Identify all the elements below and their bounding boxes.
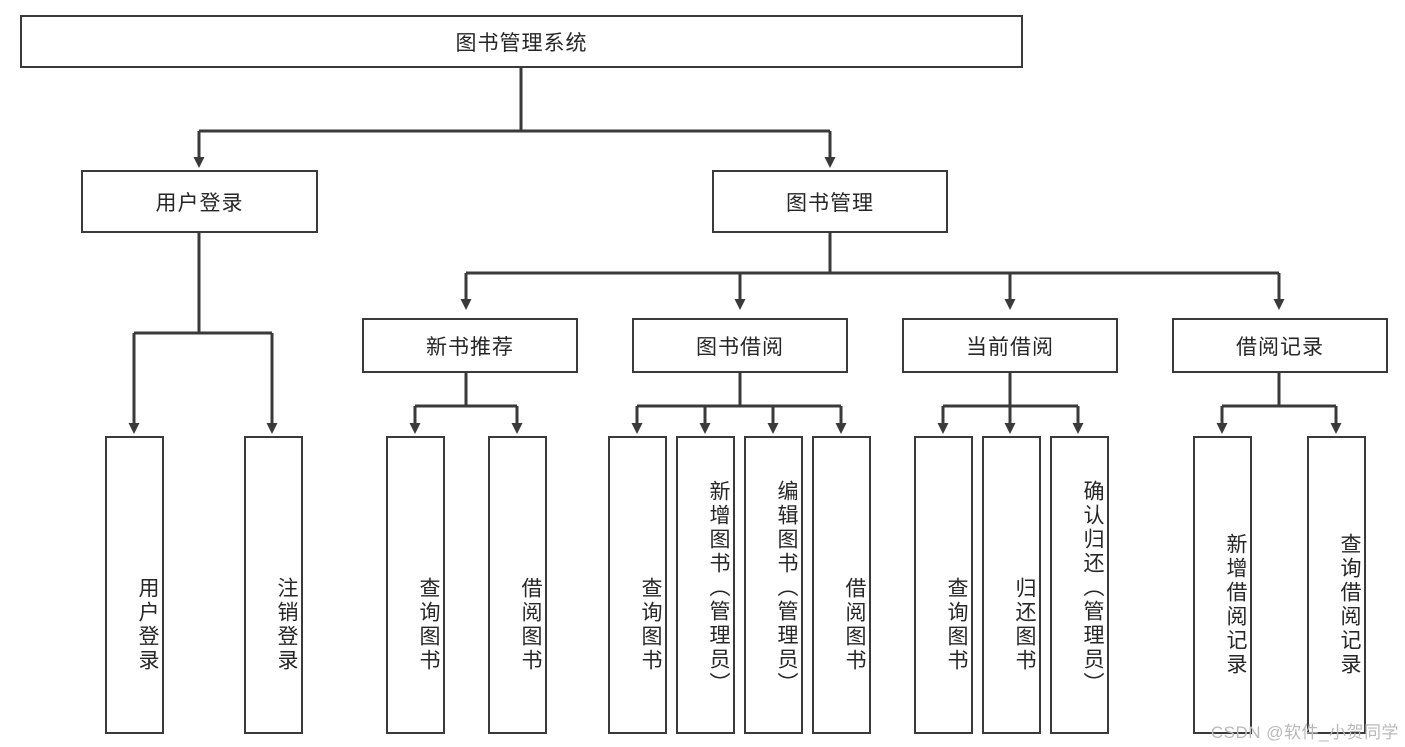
node-borrow-record[interactable]: 借阅记录 — [1172, 318, 1388, 373]
node-current-borrow[interactable]: 当前借阅 — [902, 318, 1118, 373]
leaf-borrow-book-recommend[interactable]: 借阅图书 — [488, 436, 547, 734]
leaf-add-book[interactable]: 新增图书（管理员） — [676, 436, 735, 734]
node-book-manage[interactable]: 图书管理 — [712, 170, 948, 233]
leaf-borrow-book-borrow[interactable]: 借阅图书 — [812, 436, 871, 734]
leaf-query-book-current[interactable]: 查询图书 — [914, 436, 973, 734]
node-book-borrow[interactable]: 图书借阅 — [632, 318, 848, 373]
leaf-query-book-recommend[interactable]: 查询图书 — [386, 436, 445, 734]
leaf-add-borrow-record[interactable]: 新增借阅记录 — [1193, 436, 1252, 734]
leaf-logout-login[interactable]: 注销登录 — [244, 436, 303, 734]
leaf-query-book-borrow[interactable]: 查询图书 — [608, 436, 667, 734]
leaf-confirm-return[interactable]: 确认归还（管理员） — [1050, 436, 1109, 734]
leaf-return-book[interactable]: 归还图书 — [982, 436, 1041, 734]
node-user-login[interactable]: 用户登录 — [81, 170, 318, 233]
node-root[interactable]: 图书管理系统 — [20, 15, 1023, 68]
leaf-edit-book[interactable]: 编辑图书（管理员） — [744, 436, 803, 734]
leaf-query-borrow-record[interactable]: 查询借阅记录 — [1307, 436, 1366, 734]
node-new-book-recommend[interactable]: 新书推荐 — [362, 318, 578, 373]
leaf-user-login[interactable]: 用户登录 — [105, 436, 164, 734]
